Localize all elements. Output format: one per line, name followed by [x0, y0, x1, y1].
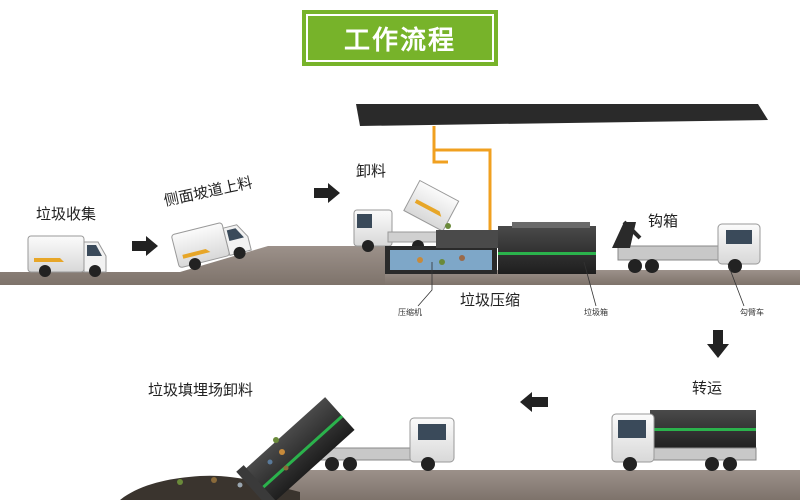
unload-truck — [353, 179, 460, 252]
callout-compressor — [417, 262, 433, 307]
part-hook-truck-label: 勾臂车 — [740, 308, 764, 317]
part-bin-label: 垃圾箱 — [584, 308, 608, 317]
dumping-truck — [236, 397, 455, 500]
step-collect-label: 垃圾收集 — [36, 205, 97, 223]
hook-truck — [612, 220, 761, 273]
arrow-down-icon — [707, 330, 729, 358]
collector-truck — [27, 235, 107, 277]
step-hook-label: 钩箱 — [648, 212, 679, 230]
step-landfill-label: 垃圾填埋场卸料 — [148, 381, 254, 399]
step-compress-label: 垃圾压缩 — [460, 291, 521, 309]
arrow-left-icon — [520, 392, 548, 412]
ramp-truck — [171, 222, 252, 271]
transport-truck — [611, 410, 757, 471]
page-title: 工作流程 — [306, 14, 494, 62]
compressor-station — [385, 222, 596, 274]
arrow-right-icon — [132, 236, 158, 256]
pipe-1 — [432, 126, 448, 164]
arrow-right-icon — [314, 183, 340, 203]
callout-hook-truck — [727, 263, 745, 307]
pipe-2 — [434, 148, 492, 240]
lower-ground — [254, 470, 800, 500]
part-compressor-label: 压缩机 — [398, 308, 422, 317]
step-unload-label: 卸料 — [356, 162, 387, 180]
title-banner: 工作流程 — [302, 10, 498, 66]
canopy-roof — [356, 104, 768, 126]
step-transport-label: 转运 — [692, 379, 723, 397]
callout-bin — [583, 261, 597, 307]
